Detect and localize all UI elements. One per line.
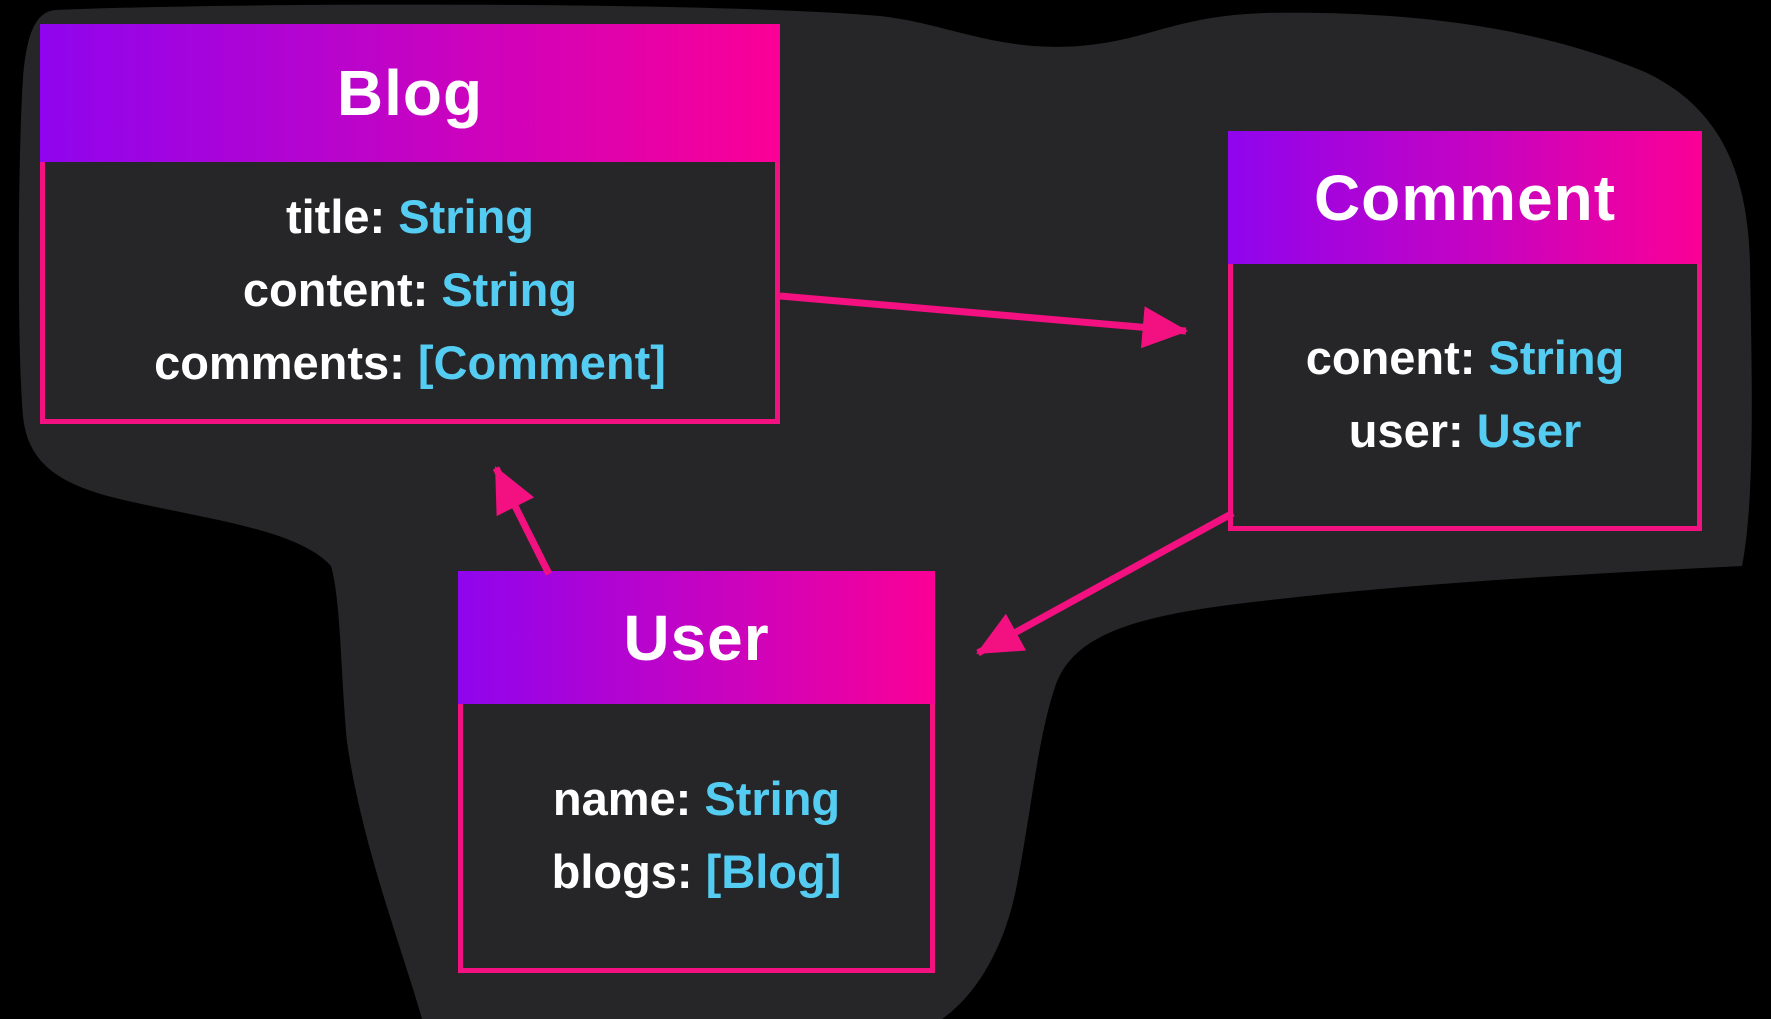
field-row: comments: [Comment] — [154, 334, 666, 393]
field-label: blogs: — [551, 845, 693, 898]
field-row: title: String — [286, 188, 534, 247]
entity-blog-title: Blog — [336, 57, 484, 129]
arrow-user-to-blog — [492, 466, 553, 576]
entity-user-title: User — [623, 601, 770, 674]
entity-comment-body: conent: String user: User — [1233, 264, 1697, 526]
field-label: conent: — [1305, 331, 1476, 385]
field-label: content: — [242, 263, 429, 317]
field-type: [Blog] — [705, 845, 842, 898]
arrow-comment-to-user — [976, 509, 1235, 657]
field-label: title: — [285, 190, 386, 244]
entity-user-body: name: String blogs: [Blog] — [463, 704, 930, 968]
entity-blog-body: title: String content: String comments: … — [45, 162, 775, 419]
field-label: name: — [552, 772, 692, 826]
entity-user-header: User — [458, 571, 935, 704]
field-row: user: User — [1349, 402, 1582, 461]
entity-comment-header: Comment — [1228, 131, 1702, 264]
field-type: String — [704, 772, 841, 826]
entity-blog-header: Blog — [40, 24, 780, 162]
field-type: [Comment] — [417, 335, 666, 389]
arrow-blog-to-comment — [779, 292, 1189, 349]
field-type: String — [1488, 331, 1625, 385]
entity-comment: Comment conent: String user: User — [1228, 131, 1702, 531]
entity-comment-title: Comment — [1313, 161, 1617, 234]
entity-blog: Blog title: String content: String comme… — [40, 24, 780, 424]
field-label: comments: — [154, 335, 405, 389]
field-row: content: String — [243, 261, 577, 320]
field-label: user: — [1348, 404, 1464, 457]
field-type: String — [398, 190, 535, 244]
field-row: blogs: [Blog] — [552, 843, 842, 902]
field-type: User — [1476, 404, 1582, 457]
entity-user: User name: String blogs: [Blog] — [458, 571, 935, 973]
field-row: name: String — [553, 770, 840, 829]
field-row: conent: String — [1306, 329, 1625, 388]
field-type: String — [441, 263, 578, 317]
